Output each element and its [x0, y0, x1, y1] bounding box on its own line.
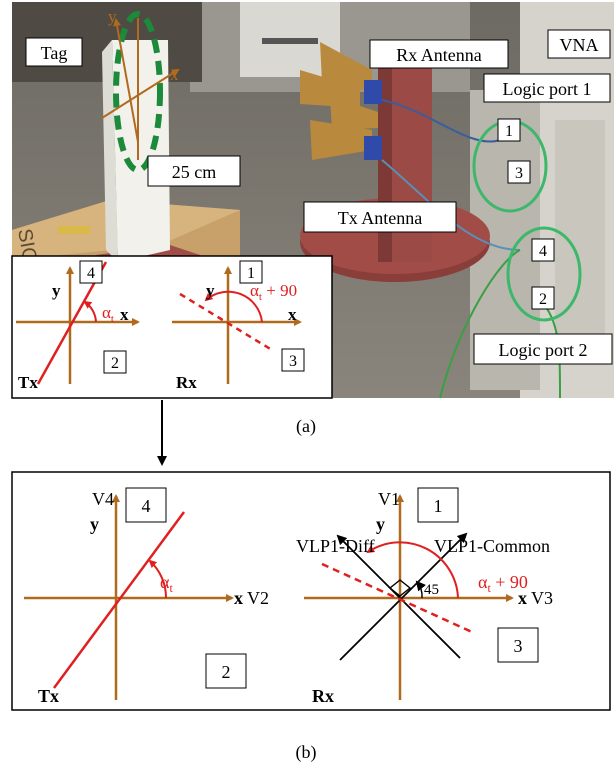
panel-b-tx-port-4: 4 [142, 496, 151, 516]
panel-b-tx-name: Tx [38, 686, 59, 706]
inset-rx-angle: αt + 90 [250, 281, 297, 303]
inset-panel [12, 256, 332, 398]
inset-tx-y: y [52, 281, 61, 300]
panel-b-rx-diff: VLP1-Diff [296, 536, 375, 556]
inset-rx-x: x [288, 305, 297, 324]
logic-port-2-label: Logic port 2 [499, 340, 588, 360]
panel-b-rx-common: VLP1-Common [434, 536, 550, 556]
inset-tx-port-4: 4 [87, 265, 95, 282]
panel-b-rx-name: Rx [312, 686, 334, 706]
photo-port-2-label: 2 [539, 291, 547, 308]
inset-rx-name: Rx [176, 373, 197, 392]
inset-tx-port-2: 2 [111, 355, 119, 372]
photo-port-3-label: 3 [515, 165, 523, 182]
tag-axis-x: x [170, 65, 179, 84]
photo-port-4-label: 4 [539, 243, 547, 260]
photo-port-1-label: 1 [505, 123, 513, 140]
inset-tx-x: x [120, 305, 129, 324]
panel-b-tx-port-2: 2 [222, 662, 231, 682]
caption-a: (a) [296, 416, 316, 437]
panel-b-rx-y: y [376, 514, 385, 534]
tag-label: Tag [41, 43, 68, 63]
panel-b-rx-angle-45: 45 [424, 582, 439, 598]
panel-b-tx-v4: V4 [92, 489, 114, 509]
inset-tx-name: Tx [18, 373, 38, 392]
panel-b-tx-y: y [90, 514, 99, 534]
vna-label: VNA [560, 35, 599, 55]
panel-b-rx-port-1: 1 [434, 496, 443, 516]
rx-antenna-label: Rx Antenna [396, 45, 482, 65]
size-label: 25 cm [172, 162, 217, 182]
panel-b-rx-v1: V1 [378, 489, 400, 509]
inset-rx-port-1: 1 [247, 265, 255, 282]
caption-b: (b) [296, 742, 317, 763]
inset-rx-port-3: 3 [289, 353, 297, 370]
inset-rx-y: y [206, 281, 215, 300]
tx-antenna-label: Tx Antenna [338, 208, 422, 228]
tag-axis-y: y [108, 7, 117, 26]
panel-b-rx-port-3: 3 [514, 636, 523, 656]
logic-port-1-label: Logic port 1 [503, 79, 592, 99]
